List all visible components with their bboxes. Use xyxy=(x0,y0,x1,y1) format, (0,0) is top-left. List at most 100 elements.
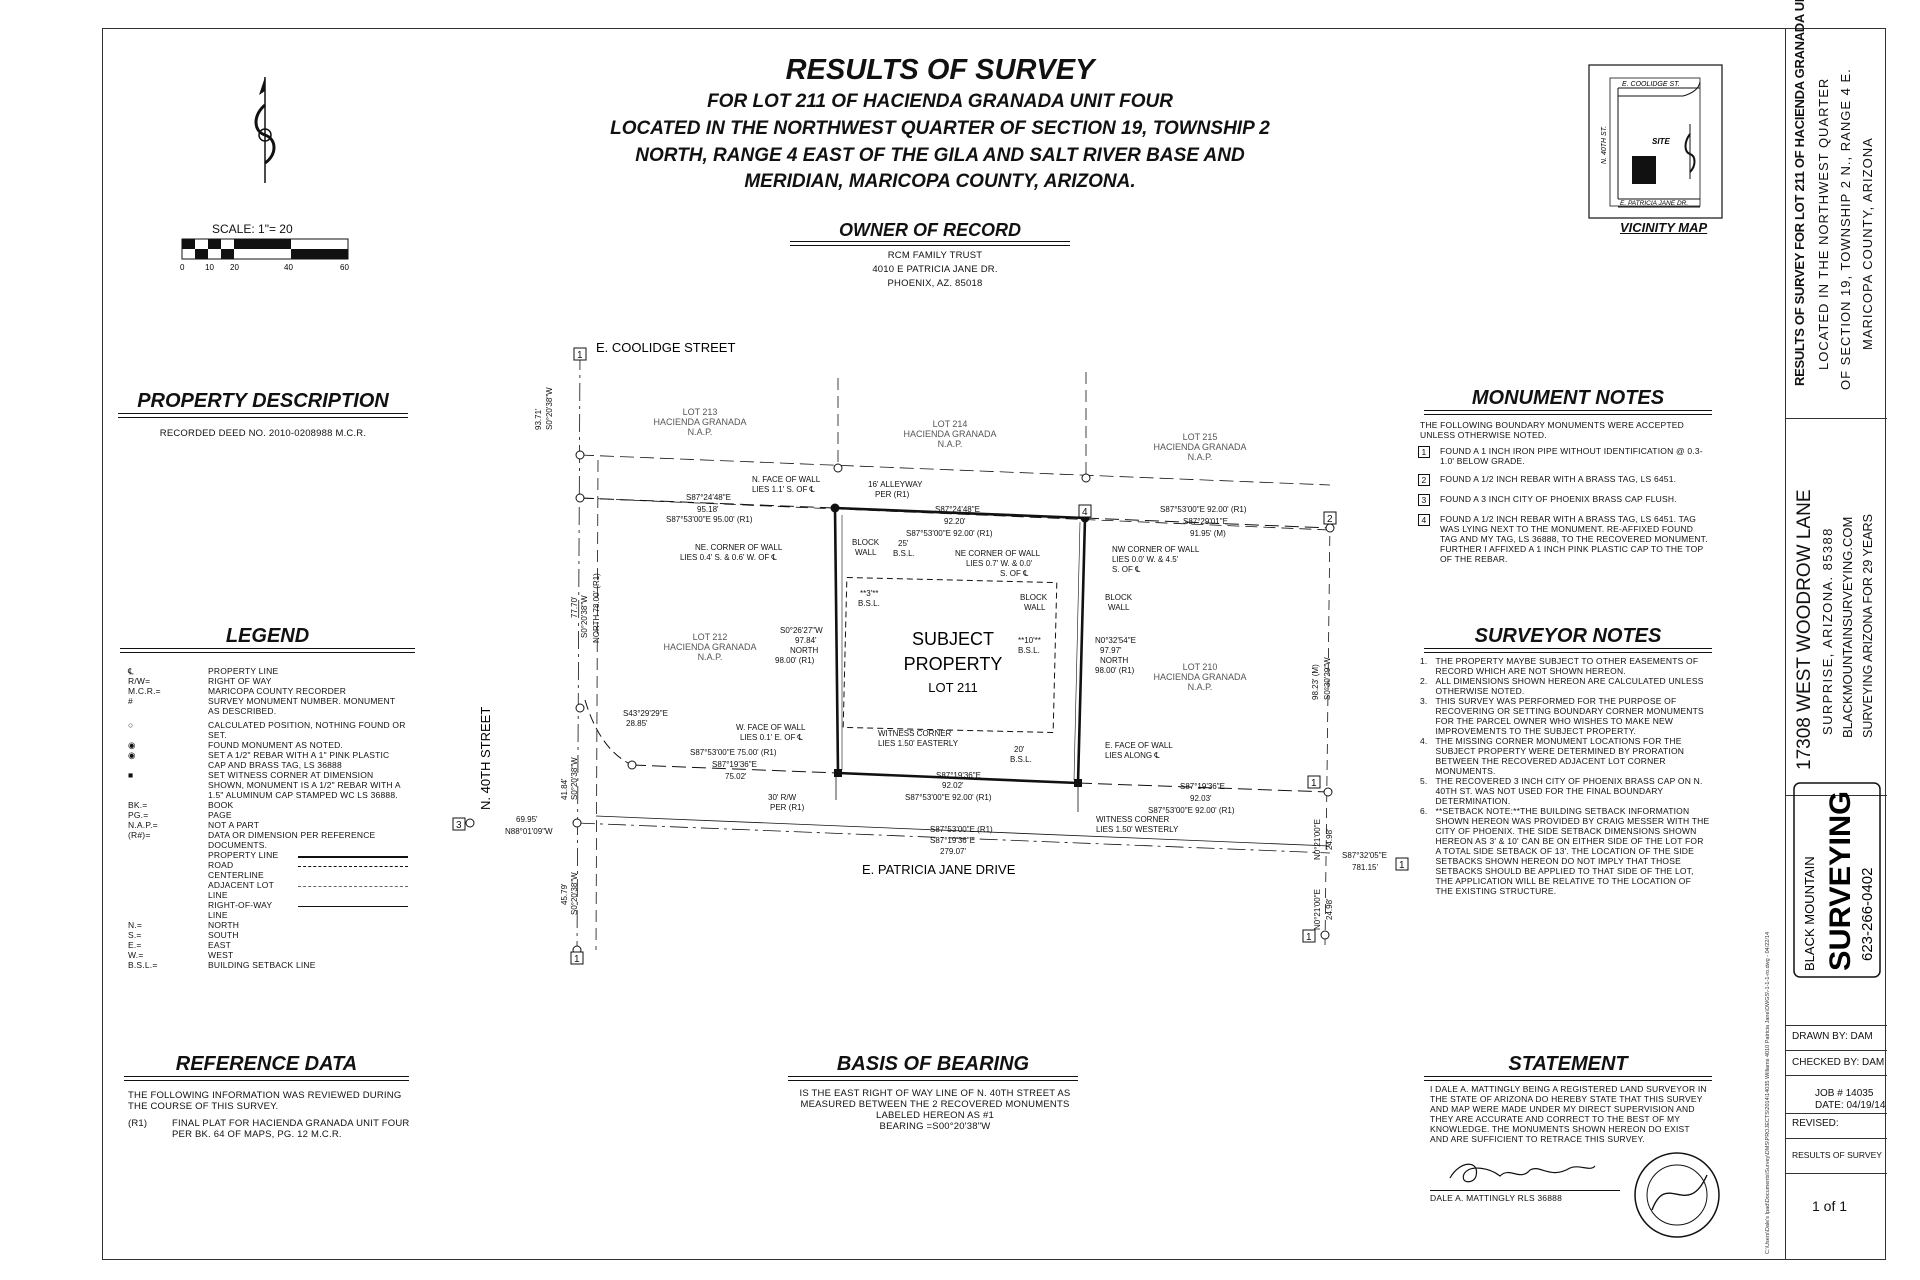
dim-label: 24.98' xyxy=(1325,898,1334,920)
subject-property-label: PROPERTY xyxy=(904,654,1003,674)
checked-by: CHECKED BY: DAM xyxy=(1792,1057,1885,1068)
svg-text:E. PATRICIA JANE DR.: E. PATRICIA JANE DR. xyxy=(1620,200,1688,207)
legend-row: ◉FOUND MONUMENT AS NOTED. xyxy=(128,740,343,750)
job-number: JOB # 14035 xyxy=(1815,1088,1874,1099)
monument-marker xyxy=(572,818,582,828)
dim-label: E. FACE OF WALL xyxy=(1105,741,1173,750)
building-setback-box xyxy=(842,576,1058,734)
dim-label: 97.97' xyxy=(1100,646,1122,655)
dim-label: WITNESS CORNER xyxy=(878,729,952,738)
dim-label: NE CORNER OF WALL xyxy=(955,549,1041,558)
dim-label: 24.98' xyxy=(1325,828,1334,850)
tb-city: SURPRISE, ARIZONA. 85388 xyxy=(1820,527,1835,735)
owner-address-1: 4010 E PATRICIA JANE DR. xyxy=(872,264,998,275)
dim-label: **3'** xyxy=(860,589,878,598)
dim-label: S87°19'36"E xyxy=(936,771,981,780)
dim-label: S0°20'38"W xyxy=(570,872,579,915)
monument-number-box xyxy=(1395,857,1409,871)
dim-label: BLOCK xyxy=(1105,593,1133,602)
dim-label: S. OF ℄ xyxy=(1112,565,1141,574)
legend-row: ○CALCULATED POSITION, NOTHING FOUND OR S… xyxy=(128,720,406,740)
svg-text:623-266-0402: 623-266-0402 xyxy=(1859,868,1876,961)
lot-212-label: N.A.P. xyxy=(698,652,723,662)
monument-marker xyxy=(1081,473,1091,483)
survey-subtitle-4: MERIDIAN, MARICOPA COUNTY, ARIZONA. xyxy=(744,171,1136,192)
surveyor-notes-heading: SURVEYOR NOTES xyxy=(1424,625,1712,653)
dim-label: 92.03' xyxy=(1190,794,1212,803)
svg-text:10: 10 xyxy=(205,263,214,272)
dim-label: S87°24'48"E xyxy=(686,493,731,502)
monument-number: 1 xyxy=(1311,778,1317,789)
legend-row: N.=NORTH xyxy=(128,920,240,930)
monument-marker xyxy=(465,818,475,828)
scale-label: SCALE: 1"= 20 xyxy=(212,222,293,236)
basis-line-2: MEASURED BETWEEN THE 2 RECOVERED MONUMEN… xyxy=(800,1099,1070,1110)
dim-label: BLOCK xyxy=(852,538,880,547)
dim-label: LIES 0.0' W. & 4.5' xyxy=(1112,555,1179,564)
surveyor-note: 3.THIS SURVEY WAS PERFORMED FOR THE PURP… xyxy=(1420,696,1704,736)
dim-label: S87°29'01"E xyxy=(1183,517,1228,526)
monument-number: 3 xyxy=(456,820,462,831)
lot-214-label: HACIENDA GRANADA xyxy=(903,429,996,439)
dim-label: N88°01'09"W xyxy=(505,827,553,836)
monument-number-box xyxy=(1307,775,1321,789)
monument-notes-intro: THE FOLLOWING BOUNDARY MONUMENTS WERE AC… xyxy=(1420,420,1684,440)
dim-label: S87°24'48"E xyxy=(935,505,980,514)
lot210-north-line xyxy=(1084,517,1331,529)
dim-label: S87°53'00"E 95.00' (R1) xyxy=(666,515,753,524)
monument-marker xyxy=(575,450,585,460)
north-arrow-icon xyxy=(254,77,276,183)
dim-label: N0°21'00"E xyxy=(1313,819,1322,860)
dim-label: PER (R1) xyxy=(770,803,805,812)
tb-vertical-sub-2: OF SECTION 19, TOWNSHIP 2 N., RANGE 4 E. xyxy=(1838,68,1853,390)
lot-214-label: N.A.P. xyxy=(938,439,963,449)
legend-row: PROPERTY LINE xyxy=(128,850,408,860)
legend-heading: LEGEND xyxy=(120,625,415,653)
dim-label: S87°53'00"E 75.00' (R1) xyxy=(690,748,777,757)
monument-marker xyxy=(833,463,843,473)
legend-row: S.=SOUTH xyxy=(128,930,239,940)
monument-number: 1 xyxy=(574,954,580,965)
statement-text: I DALE A. MATTINGLY BEING A REGISTERED L… xyxy=(1430,1084,1707,1144)
monument-number: 2 xyxy=(1327,514,1333,525)
reference-item-key: (R1) xyxy=(128,1118,148,1129)
dim-label: 77.70' xyxy=(570,596,579,618)
surveyor-note: 5.THE RECOVERED 3 INCH CITY OF PHOENIX B… xyxy=(1420,776,1703,806)
svg-text:BLACK MOUNTAIN: BLACK MOUNTAIN xyxy=(1802,856,1817,971)
dim-label: S0°20'38"W xyxy=(570,757,579,800)
sheet-title: RESULTS OF SURVEY xyxy=(1792,1150,1882,1160)
tb-vertical-title: RESULTS OF SURVEY FOR LOT 211 OF HACIEND… xyxy=(1792,0,1807,386)
survey-subtitle-2: LOCATED IN THE NORTHWEST QUARTER OF SECT… xyxy=(610,118,1270,139)
dim-label: 98.00' (R1) xyxy=(775,656,815,665)
dim-label: NORTH 78.00' (R1) xyxy=(592,573,601,643)
tb-vertical-sub-1: LOCATED IN THE NORTHWEST QUARTER xyxy=(1816,77,1831,370)
dim-label: 95.18' xyxy=(697,505,719,514)
reference-heading: REFERENCE DATA xyxy=(124,1053,409,1081)
surveyor-note: 2.ALL DIMENSIONS SHOWN HEREON ARE CALCUL… xyxy=(1420,676,1704,696)
dim-label: 25' xyxy=(898,539,909,548)
dim-label: WALL xyxy=(1024,603,1046,612)
tb-years: SURVEYING ARIZONA FOR 29 YEARS xyxy=(1861,514,1875,738)
dim-label: S0°20'38"W xyxy=(545,387,554,430)
legend-row: RIGHT-OF-WAY LINE xyxy=(128,900,408,920)
dim-label: WALL xyxy=(855,548,877,557)
owner-address-2: PHOENIX, AZ. 85018 xyxy=(887,278,983,289)
legend-row: M.C.R.=MARICOPA COUNTY RECORDER xyxy=(128,686,347,696)
legend-row: E.=EAST xyxy=(128,940,232,950)
lot-213-label: LOT 213 xyxy=(683,407,718,417)
legend-row: BK.=BOOK xyxy=(128,800,234,810)
witness-corner-marker xyxy=(1074,779,1082,787)
job-date: DATE: 04/19/14 xyxy=(1815,1100,1886,1111)
dim-label: LIES 0.7' W. & 0.0' xyxy=(966,559,1033,568)
patricia-centerline xyxy=(576,822,1331,854)
surveyor-note: 4.THE MISSING CORNER MONUMENT LOCATIONS … xyxy=(1420,736,1685,776)
found-monument-marker xyxy=(830,503,840,513)
dim-label: S0°20'38"W xyxy=(580,595,589,638)
subject-east-line xyxy=(1076,517,1087,784)
patricia-jane-label: E. PATRICIA JANE DRIVE xyxy=(862,862,1016,877)
monument-number: 4 xyxy=(1082,507,1088,518)
monument-marker xyxy=(1323,787,1333,797)
tb-address: 17308 WEST WOODROW LANE xyxy=(1794,489,1815,771)
svg-text:SITE: SITE xyxy=(1652,137,1670,146)
reference-item-text: FINAL PLAT FOR HACIENDA GRANADA UNIT FOU… xyxy=(172,1118,410,1140)
